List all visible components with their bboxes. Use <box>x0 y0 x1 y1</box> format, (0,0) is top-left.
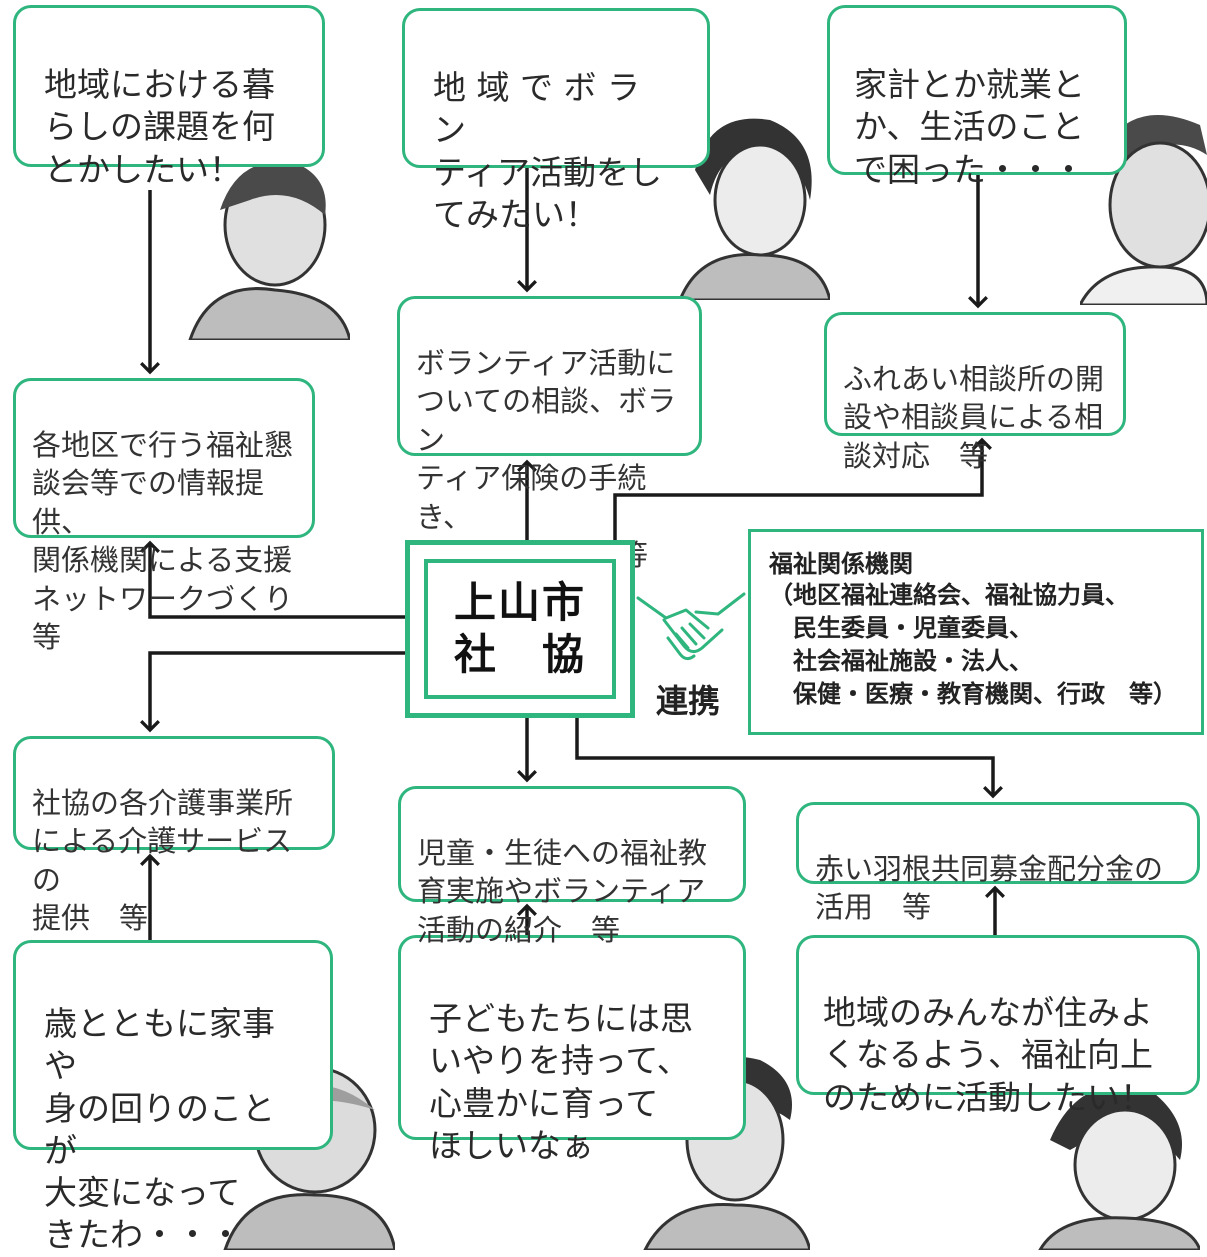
arrow-center-upper-left <box>140 540 405 619</box>
service-text: 社協の各介護事業所 による介護サービスの 提供 等 <box>32 785 294 936</box>
arrow-center-upper-right <box>613 437 992 540</box>
service-text: 赤い羽根共同募金配分金の 活用 等 <box>815 851 1164 925</box>
handshake-icon <box>636 592 746 661</box>
service-box-lower-right: 赤い羽根共同募金配分金の 活用 等 <box>796 802 1200 924</box>
person-girl-bottom-right <box>1038 1085 1200 1250</box>
service-box-upper-center: ボランティア活動に ついての相談、ボラン ティア保険の手続き、 助成金の紹介 等 <box>397 296 702 572</box>
need-bubble-top-center: 地 域 で ボ ラ ン ティア活動をし てみたい！ <box>402 8 710 234</box>
need-text: 歳とともに家事や 身の回りのことが 大変になって きたわ・・・ <box>44 1004 275 1255</box>
service-box-upper-right: ふれあい相談所の開 設や相談員による相 談対応 等 <box>824 312 1126 473</box>
service-text: 児童・生徒への福祉教 育実施やボランティア 活動の紹介 等 <box>417 835 708 947</box>
service-box-upper-left: 各地区で行う福祉懇 談会等での情報提供、 関係機関による支援 ネットワークづくり… <box>13 378 315 654</box>
need-bubble-bottom-right: 地域のみんなが住みよ くなるよう、福祉向上 のために活動したい！ <box>796 935 1200 1117</box>
cooperation-label: 連携 <box>656 682 721 720</box>
center-node-shakyo: 上山市 社 協 <box>405 540 635 718</box>
need-bubble-top-left: 地域における暮 らしの課題を何 とかしたい！ <box>13 5 325 189</box>
service-box-lower-left: 社協の各介護事業所 による介護サービスの 提供 等 <box>13 736 335 935</box>
person-woman-top-center <box>678 118 830 300</box>
need-bubble-bottom-left: 歳とともに家事や 身の回りのことが 大変になって きたわ・・・ <box>13 940 333 1254</box>
need-bubble-bottom-center: 子どもたちには思 いやりを持って、 心豊かに育って ほしいなぁ <box>398 935 746 1165</box>
service-text: 各地区で行う福祉懇 談会等での情報提供、 関係機関による支援 ネットワークづくり… <box>32 427 294 655</box>
agency-title: 福祉関係機関 <box>769 550 913 578</box>
center-label: 上山市 社 協 <box>453 577 586 680</box>
center-node-inner: 上山市 社 協 <box>424 559 616 699</box>
person-man-top-left <box>188 162 350 340</box>
need-text: 地域のみんなが住みよ くなるよう、福祉向上 のために活動したい！ <box>823 993 1153 1117</box>
need-text: 地 域 で ボ ラ ン ティア活動をし てみたい！ <box>433 68 663 234</box>
need-bubble-top-right: 家計とか就業と か、生活のこと で困った・・・ <box>827 5 1127 189</box>
arrow-center-lower-right <box>575 718 1003 799</box>
agency-list: （地区福祉連絡会、福祉協力員、 民生委員・児童委員、 社会福祉施設・法人、 保健… <box>769 581 1177 709</box>
arrow-center-lower-left <box>140 651 405 733</box>
need-text: 家計とか就業と か、生活のこと で困った・・・ <box>854 65 1085 189</box>
welfare-agency-box: 福祉関係機関 （地区福祉連絡会、福祉協力員、 民生委員・児童委員、 社会福祉施設… <box>748 529 1204 735</box>
need-text: 地域における暮 らしの課題を何 とかしたい！ <box>44 65 275 189</box>
need-text: 子どもたちには思 いやりを持って、 心豊かに育って ほしいなぁ <box>429 999 693 1165</box>
service-text: ふれあい相談所の開 設や相談員による相 談対応 等 <box>843 361 1105 473</box>
service-box-lower-center: 児童・生徒への福祉教 育実施やボランティア 活動の紹介 等 <box>398 786 746 947</box>
